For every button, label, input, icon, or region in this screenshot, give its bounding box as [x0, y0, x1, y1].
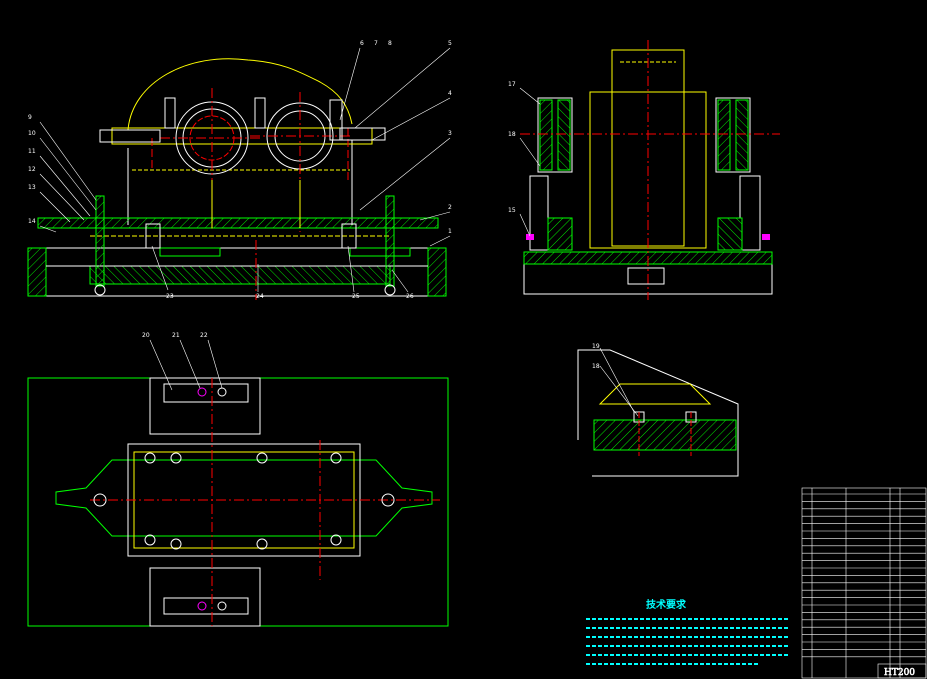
side-clamp-left [537, 97, 573, 173]
housing-flange [111, 127, 373, 145]
label-14: 14 [28, 218, 36, 225]
front-view: 6 7 8 5 4 3 9 10 11 12 13 14 2 1 23 24 2… [27, 40, 452, 300]
title-block: HT200 [801, 487, 927, 679]
label-6: 6 [360, 40, 364, 47]
tech-req-text-blocks [586, 618, 790, 665]
detail-view: 19 18 [577, 343, 739, 477]
label-4: 4 [448, 90, 452, 97]
fixture-table [37, 217, 439, 229]
label-2: 2 [448, 204, 452, 211]
label-8: 8 [388, 40, 392, 47]
clamp-arm-left [99, 129, 161, 143]
label-12: 12 [28, 166, 36, 173]
label-22: 22 [200, 332, 208, 339]
label-1: 1 [448, 228, 452, 235]
side-clamp-right [715, 97, 751, 173]
label-23: 23 [166, 293, 174, 300]
label-25: 25 [352, 293, 360, 300]
label-5: 5 [448, 40, 452, 47]
label-20: 20 [142, 332, 150, 339]
label-21: 21 [172, 332, 180, 339]
label-17: 17 [508, 81, 516, 88]
label-7: 7 [374, 40, 378, 47]
label-10: 10 [28, 130, 36, 137]
label-18-detail: 18 [592, 363, 600, 370]
plan-view: 20 21 22 [27, 332, 449, 627]
label-26: 26 [406, 293, 414, 300]
gearbox-cover-outline [127, 58, 353, 131]
label-9: 9 [28, 114, 32, 121]
label-3: 3 [448, 130, 452, 137]
label-15: 15 [508, 207, 516, 214]
technical-requirements: 技术要求 [586, 598, 790, 665]
gearbox-body-outline [127, 140, 353, 225]
side-view: 17 18 15 [508, 40, 780, 300]
label-19: 19 [592, 343, 600, 350]
tech-req-title: 技术要求 [646, 598, 687, 611]
plan-frame [27, 377, 449, 627]
label-18: 18 [508, 131, 516, 138]
label-11: 11 [28, 148, 36, 155]
label-24: 24 [256, 293, 264, 300]
clamp-arm-right [339, 127, 386, 141]
plan-workpiece-outline [55, 459, 433, 537]
title-block-material: HT200 [884, 668, 915, 678]
label-13: 13 [28, 184, 36, 191]
